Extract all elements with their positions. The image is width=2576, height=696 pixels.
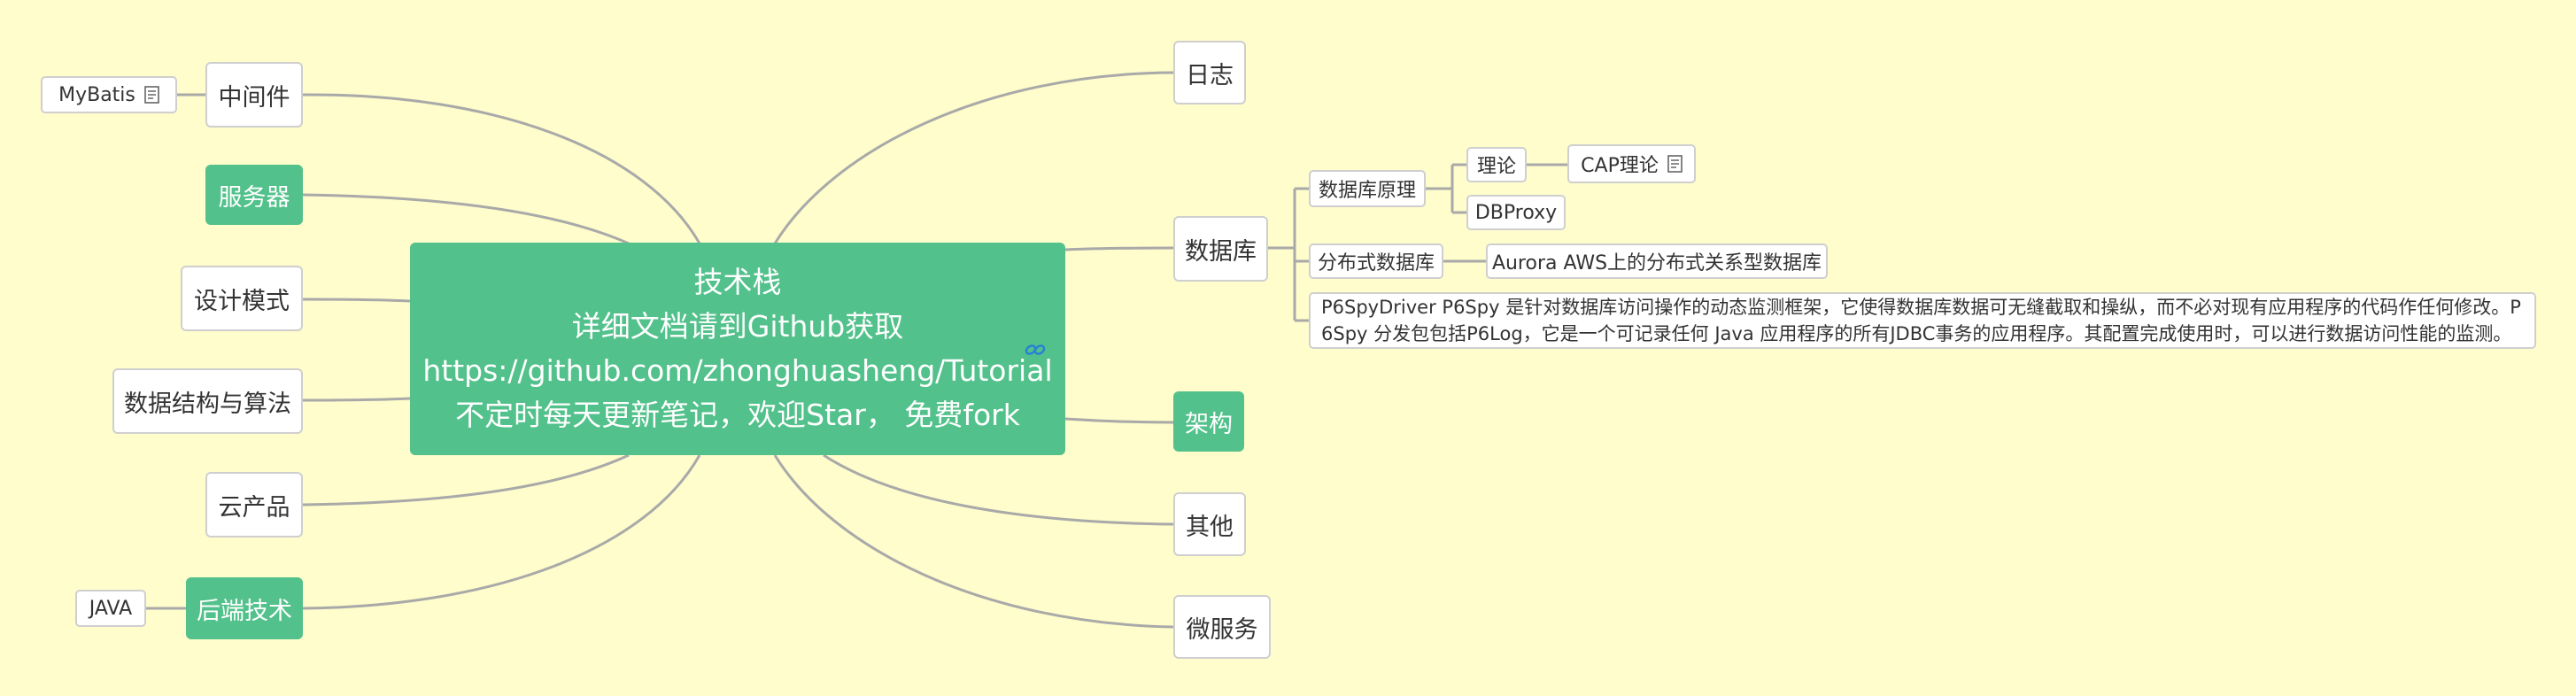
topic-architecture-label: 架构 (1185, 410, 1233, 438)
topic-p6spy-line1: P6SpyDriver P6Spy 是针对数据库访问操作的动态监测框架，它使得数… (1321, 297, 2521, 318)
topic-log[interactable]: 日志 (1173, 41, 1246, 104)
central-topic[interactable]: 技术栈 详细文档请到Github获取 https://github.com/zh… (410, 243, 1065, 455)
topic-server[interactable]: 服务器 (205, 165, 303, 225)
topic-dbproxy[interactable]: DBProxy (1466, 195, 1566, 230)
topic-design-patterns-label: 设计模式 (194, 287, 290, 315)
connector-log (773, 71, 1174, 244)
topic-cloud-products[interactable]: 云产品 (205, 472, 303, 537)
topic-server-label: 服务器 (218, 183, 290, 212)
connector-backend-tech (302, 454, 701, 610)
topic-cap-theory[interactable]: CAP理论 (1567, 144, 1696, 183)
topic-java-label: JAVA (89, 597, 133, 620)
topic-middleware-label: 中间件 (218, 83, 290, 112)
connector-data-structures (302, 397, 411, 402)
topic-distributed-db-label: 分布式数据库 (1317, 252, 1435, 275)
topic-mybatis[interactable]: MyBatis (41, 76, 177, 113)
central-line-url: https://github.com/zhonghuasheng/Tutoria… (422, 353, 1053, 388)
central-title: 技术栈 (693, 265, 782, 299)
connector-server (302, 193, 630, 245)
connector-other (823, 453, 1174, 526)
topic-theory[interactable]: 理论 (1466, 147, 1527, 182)
topic-aurora[interactable]: Aurora AWS上的分布式关系型数据库 (1486, 244, 1828, 279)
topic-java[interactable]: JAVA (75, 590, 146, 627)
topic-dbproxy-label: DBProxy (1474, 201, 1558, 224)
topic-design-patterns[interactable]: 设计模式 (181, 266, 303, 331)
topic-data-structures[interactable]: 数据结构与算法 (112, 368, 303, 434)
connector-db-bracket (1268, 187, 1309, 322)
topic-cloud-products-label: 云产品 (218, 493, 290, 522)
link-icon[interactable] (1024, 338, 1047, 361)
connector-database (1064, 246, 1174, 251)
connector-microservices (773, 454, 1174, 629)
topic-microservices[interactable]: 微服务 (1173, 595, 1271, 659)
topic-data-structures-label: 数据结构与算法 (124, 390, 291, 418)
topic-db-principles[interactable]: 数据库原理 (1309, 170, 1426, 207)
central-line-docs: 详细文档请到Github获取 (571, 309, 904, 344)
topic-backend-tech-label: 后端技术 (197, 597, 292, 625)
connector-design-patterns (302, 298, 411, 303)
topic-other-label: 其他 (1186, 513, 1234, 541)
connector-principles-bracket (1426, 163, 1466, 214)
topic-other[interactable]: 其他 (1173, 492, 1246, 556)
topic-database-label: 数据库 (1185, 237, 1257, 266)
topic-mybatis-label: MyBatis (58, 83, 135, 106)
note-icon[interactable] (144, 86, 159, 104)
topic-p6spy-line2: 6Spy 分发包包括P6Log，它是一个可记录任何 Java 应用程序的所有JD… (1321, 323, 2512, 344)
topic-log-label: 日志 (1186, 61, 1234, 89)
topic-p6spy-text: P6SpyDriver P6Spy 是针对数据库访问操作的动态监测框架，它使得数… (1321, 294, 2521, 347)
topic-cap-theory-label: CAP理论 (1581, 155, 1659, 177)
topic-theory-label: 理论 (1476, 156, 1516, 178)
topic-microservices-label: 微服务 (1186, 615, 1258, 644)
central-line-notes: 不定时每天更新笔记，欢迎Star， 免费fork (455, 398, 1020, 432)
topic-database[interactable]: 数据库 (1173, 216, 1268, 282)
topic-architecture[interactable]: 架构 (1173, 391, 1244, 452)
connector-middleware (302, 93, 701, 244)
topic-backend-tech[interactable]: 后端技术 (186, 577, 303, 639)
connector-cloud-products (302, 453, 630, 507)
topic-middleware[interactable]: 中间件 (205, 62, 303, 128)
topic-p6spy[interactable]: P6SpyDriver P6Spy 是针对数据库访问操作的动态监测框架，它使得数… (1309, 292, 2536, 349)
note-icon[interactable] (1667, 155, 1683, 173)
topic-aurora-label: Aurora AWS上的分布式关系型数据库 (1491, 252, 1822, 275)
connector-architecture (1064, 417, 1174, 424)
topic-distributed-db[interactable]: 分布式数据库 (1309, 244, 1443, 279)
topic-db-principles-label: 数据库原理 (1318, 180, 1416, 202)
